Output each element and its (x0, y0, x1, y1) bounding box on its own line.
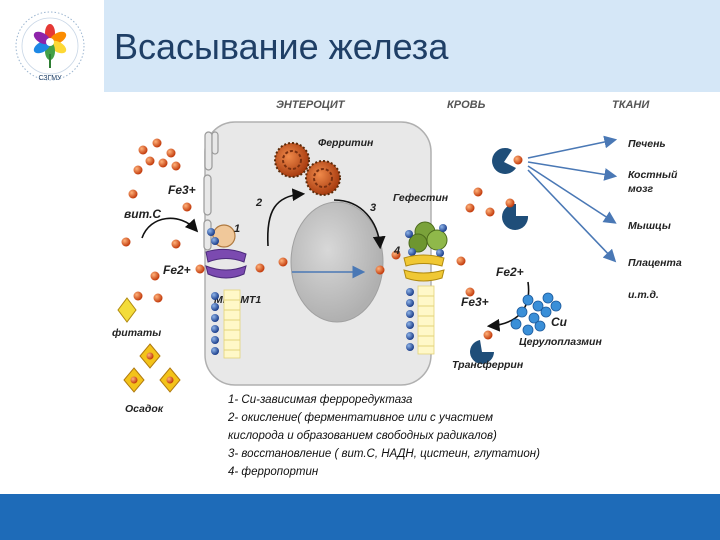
header-tissues: ТКАНИ (612, 99, 650, 111)
label-marrow-1: Костный (628, 169, 678, 181)
label-marrow-2: мозг (628, 183, 654, 195)
label-liver: Печень (628, 138, 666, 150)
legend: 1- Cu-зависимая ферроредуктаза 2- окисле… (227, 394, 540, 478)
membrane-stripes-right (418, 286, 434, 354)
arrows-to-tissues (528, 140, 614, 260)
nucleus (291, 202, 383, 322)
label-fe3-blood: Fe3+ (461, 295, 489, 309)
label-fe2-lumen: Fe2+ (163, 263, 191, 277)
arrow-blood-oxidation (490, 282, 529, 326)
membrane-stripes-left (224, 290, 240, 358)
legend-line-5: 4- ферропортин (228, 466, 319, 478)
legend-line-1: 1- Cu-зависимая ферроредуктаза (228, 394, 412, 406)
header-enterocyte: ЭНТЕРОЦИТ (276, 99, 346, 111)
label-etc: и.т.д. (628, 289, 659, 301)
label-precipitate: Осадок (125, 403, 164, 415)
label-hephaestin: Гефестин (393, 192, 449, 204)
header-blood: КРОВЬ (447, 99, 486, 111)
legend-line-4: 3- восстановление ( вит.С, НАДН, цистеин… (228, 448, 540, 460)
phytate-icon (118, 298, 136, 322)
slide-footer-bar (0, 494, 720, 540)
label-ferritin: Ферритин (318, 137, 374, 149)
label-muscles: Мышцы (628, 220, 671, 232)
label-cu: Cu (551, 315, 568, 329)
iron-dots-blood (457, 188, 495, 297)
step-number-3: 3 (370, 202, 376, 214)
legend-line-2: 2- окисление( ферментативное или с участ… (227, 412, 493, 424)
label-placenta: Плацента (628, 257, 682, 269)
arrow-reduction (142, 218, 196, 238)
label-vitc: вит.С (124, 207, 161, 221)
step-number-4: 4 (393, 245, 400, 257)
step-number-1: 1 (234, 223, 240, 235)
step-number-2: 2 (255, 197, 262, 209)
label-fe3-lumen: Fe3+ (168, 183, 196, 197)
transferrin-carriers (492, 148, 528, 230)
label-phytates: фитаты (112, 327, 161, 339)
precipitate-icon (124, 344, 180, 392)
label-fe2-blood: Fe2+ (496, 265, 524, 279)
legend-line-3: кислорода и образованием свободных радик… (228, 430, 497, 442)
label-transferrin: Трансферрин (452, 359, 524, 371)
label-ceruloplasmin: Церулоплазмин (519, 336, 602, 348)
